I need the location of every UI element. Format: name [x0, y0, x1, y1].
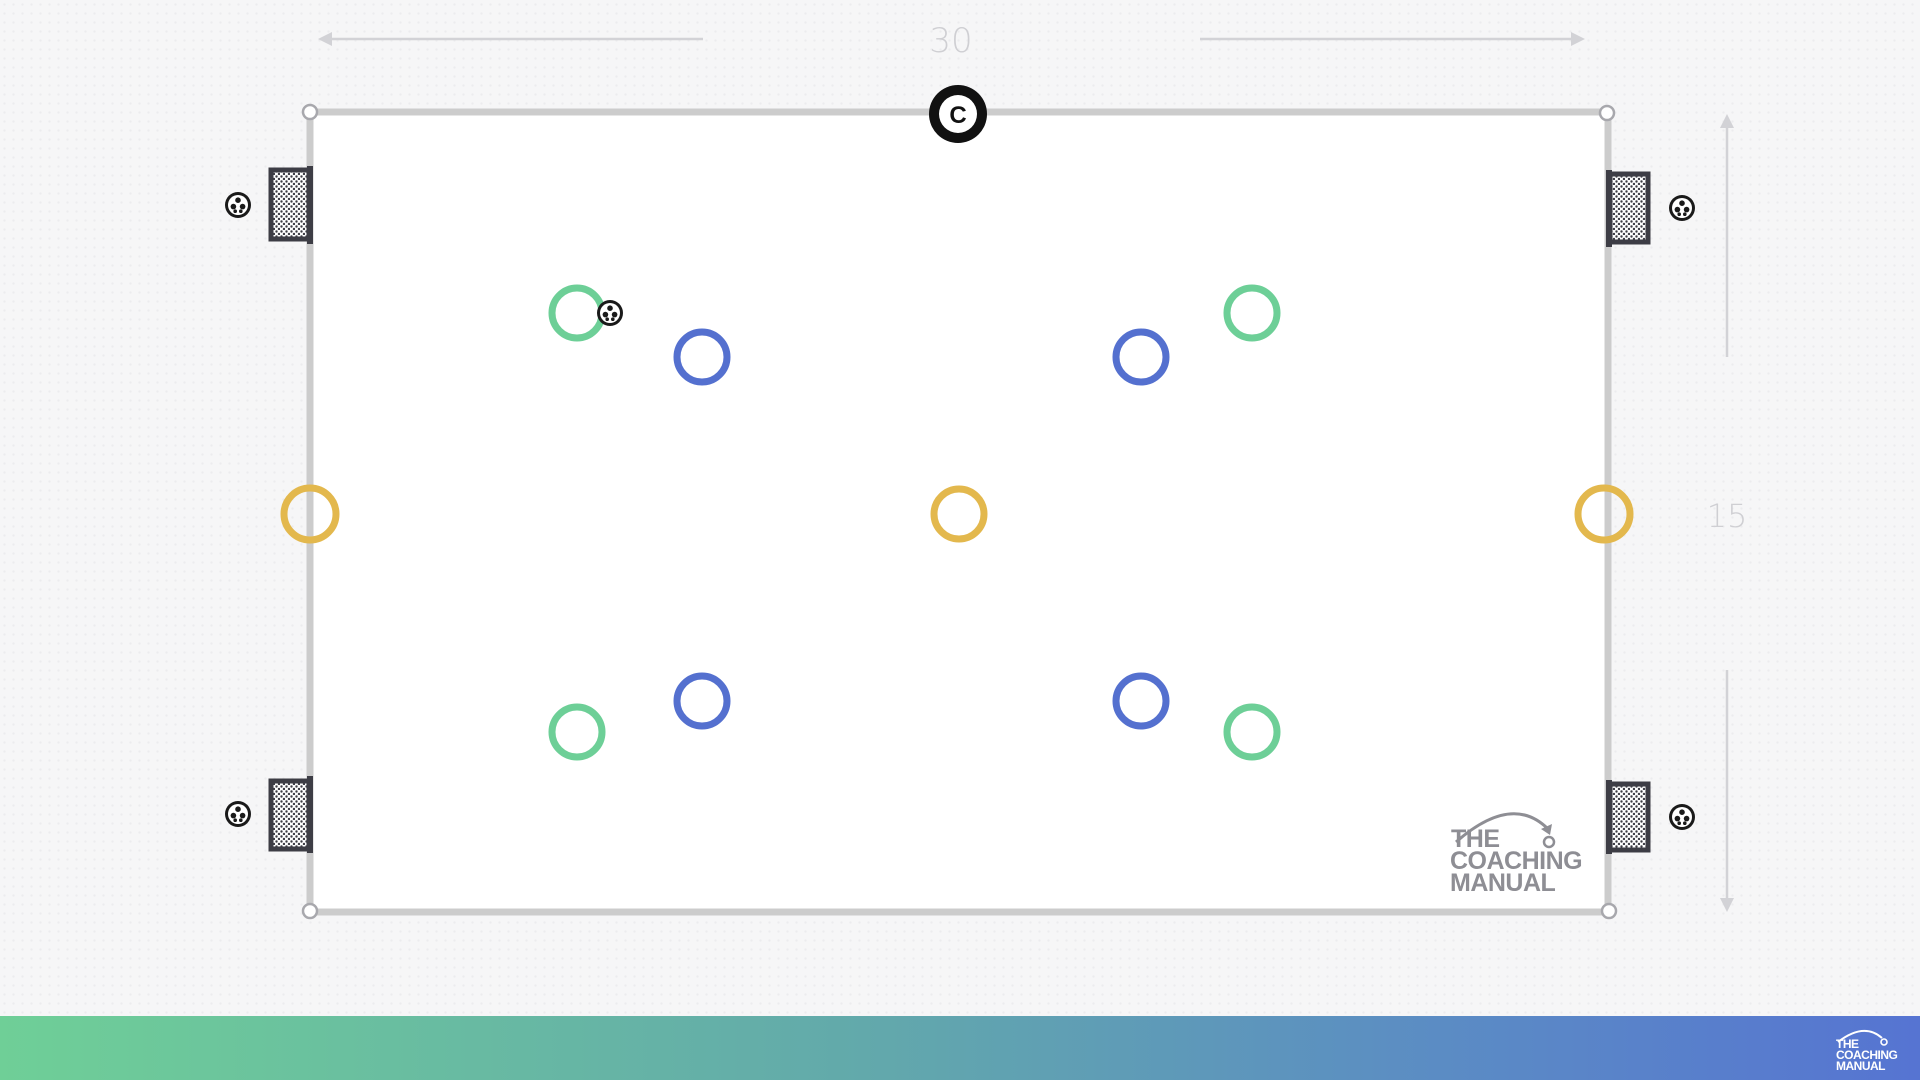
neutral-player — [930, 485, 988, 543]
blue-team — [673, 328, 1170, 730]
height-label: 15 — [1707, 497, 1748, 535]
ball-icon — [225, 192, 251, 218]
blue-player — [673, 328, 731, 386]
mini-goal-bottom-right — [1606, 780, 1651, 854]
ball-icon — [1669, 195, 1695, 221]
watermark-line-2: COACHING — [1450, 847, 1582, 875]
width-dimension: 30 — [318, 21, 1585, 61]
ball-icon — [1669, 804, 1695, 830]
footer-logo-arc-icon — [1837, 1030, 1883, 1043]
green-player — [1223, 703, 1281, 761]
field-corner-markers — [301, 103, 1618, 920]
footer-logo-line-3: MANUAL — [1836, 1059, 1885, 1073]
logo-arrowhead-icon — [1541, 824, 1552, 835]
bottom-brand-bar — [0, 1016, 1920, 1080]
corner-marker-top-left — [301, 103, 319, 121]
footer-logo-line-2: COACHING — [1836, 1048, 1897, 1062]
blue-player — [1112, 672, 1170, 730]
neutral-player — [280, 484, 340, 544]
width-label: 30 — [929, 21, 972, 61]
watermark-line-3: MANUAL — [1450, 869, 1556, 897]
height-arrowhead-top — [1720, 114, 1734, 128]
blue-player — [1112, 328, 1170, 386]
footer-brand-logo: THE COACHING MANUAL — [1836, 1030, 1898, 1073]
green-player — [548, 703, 606, 761]
ball-icon — [597, 300, 623, 326]
logo-ball-icon — [1542, 835, 1556, 849]
neutral-player — [1574, 484, 1634, 544]
green-team — [548, 284, 1281, 761]
brand-logo-watermark: THE COACHING MANUAL — [1450, 812, 1583, 897]
corner-marker-bottom-right — [1600, 902, 1618, 920]
coach-marker: C — [929, 85, 987, 143]
height-arrowhead-bottom — [1720, 898, 1734, 912]
width-arrowhead-right — [1571, 32, 1585, 46]
corner-marker-top-right — [1598, 104, 1616, 122]
corner-marker-bottom-left — [301, 902, 319, 920]
mini-goal-top-left — [268, 166, 313, 244]
logo-arc-icon — [1455, 812, 1550, 844]
footer-logo-line-1: THE — [1836, 1037, 1859, 1051]
watermark-line-1: THE — [1451, 825, 1500, 853]
width-arrowhead-left — [318, 32, 332, 46]
blue-player — [673, 672, 731, 730]
mini-goal-bottom-left — [268, 776, 313, 853]
coach-label: C — [949, 102, 966, 129]
footer-logo-ball-icon — [1880, 1038, 1888, 1046]
mini-goal-top-right — [1606, 170, 1651, 247]
neutral-players — [280, 484, 1634, 544]
green-player — [1223, 284, 1281, 342]
ball-icon — [225, 801, 251, 827]
field-area — [306, 108, 1612, 916]
height-dimension: 15 — [1707, 114, 1748, 912]
